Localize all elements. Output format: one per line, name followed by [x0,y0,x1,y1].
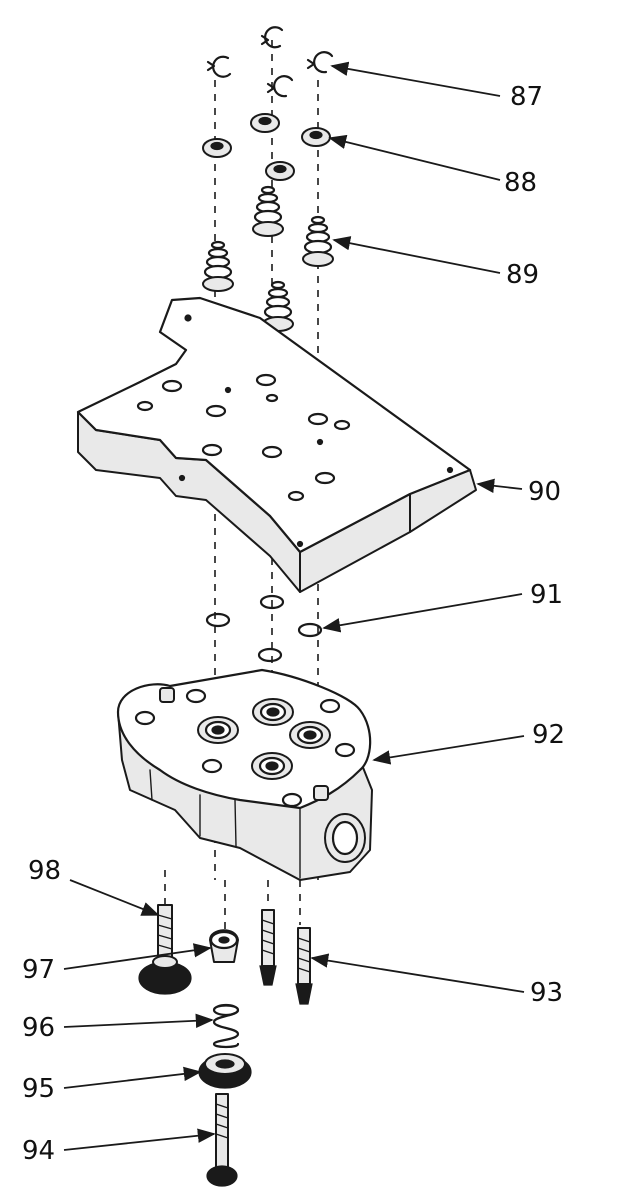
pump-manifold [116,668,373,881]
cap-screws [259,909,313,1005]
manifold-port [197,716,239,744]
retaining-clip [266,75,294,98]
o-rings [205,594,323,663]
leader-87 [330,61,501,97]
callout-90: 90 [528,477,562,507]
valve-cap [198,1053,252,1089]
leader-97 [63,943,212,970]
callout-94: 94 [22,1136,56,1166]
cap-screw [295,927,313,1005]
leader-95 [63,1066,202,1089]
valve-bolt [206,1093,238,1187]
leader-96 [63,1013,214,1028]
callout-87: 87 [510,82,544,112]
leader-93 [310,953,525,993]
callout-95: 95 [22,1074,56,1104]
callout-88: 88 [504,168,538,198]
callout-97: 97 [22,955,56,985]
retaining-clip [306,51,334,74]
callout-92: 92 [532,720,566,750]
leader-88 [328,134,501,181]
leader-94 [63,1128,216,1151]
seal-washer [301,127,331,147]
leader-89 [332,236,501,274]
manifold-port [252,698,294,726]
manifold-port [251,752,293,780]
leader-92 [372,735,525,765]
cap-screw [259,909,277,986]
o-ring [257,647,283,663]
o-ring [259,594,285,610]
valve-seal [252,185,284,237]
seal-washer [265,161,295,181]
spring [212,1003,240,1049]
retaining-clip [206,55,232,78]
leader-90 [476,478,523,493]
retaining-clip [260,26,284,49]
valve-plate [76,296,477,593]
leader-lines [63,61,525,1151]
assembly-axis-lines [164,40,319,935]
retaining-clips [206,26,334,98]
manifold-port [289,721,331,749]
leader-98 [69,879,160,916]
callout-89: 89 [506,260,540,290]
callout-91: 91 [530,580,564,610]
callout-98: 98 [28,856,62,886]
seal-washer [250,113,280,133]
valve-seal [302,215,334,267]
knob-bolt [138,904,192,995]
callout-96: 96 [22,1013,56,1043]
poppet-valve [209,929,239,963]
seal-washers [202,113,331,181]
o-ring [205,612,231,628]
callout-93: 93 [530,978,564,1008]
valve-seals [202,185,334,332]
valve-seal [202,240,234,292]
seal-washer [202,138,232,158]
o-ring [297,622,323,638]
leader-91 [322,593,523,633]
